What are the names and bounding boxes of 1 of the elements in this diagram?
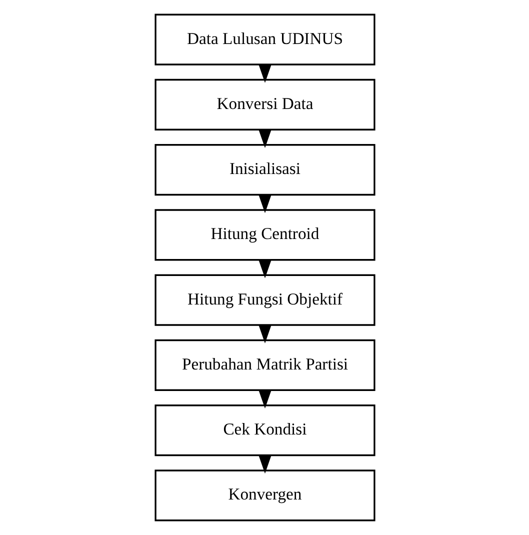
node-box: Konvergen	[154, 470, 375, 522]
